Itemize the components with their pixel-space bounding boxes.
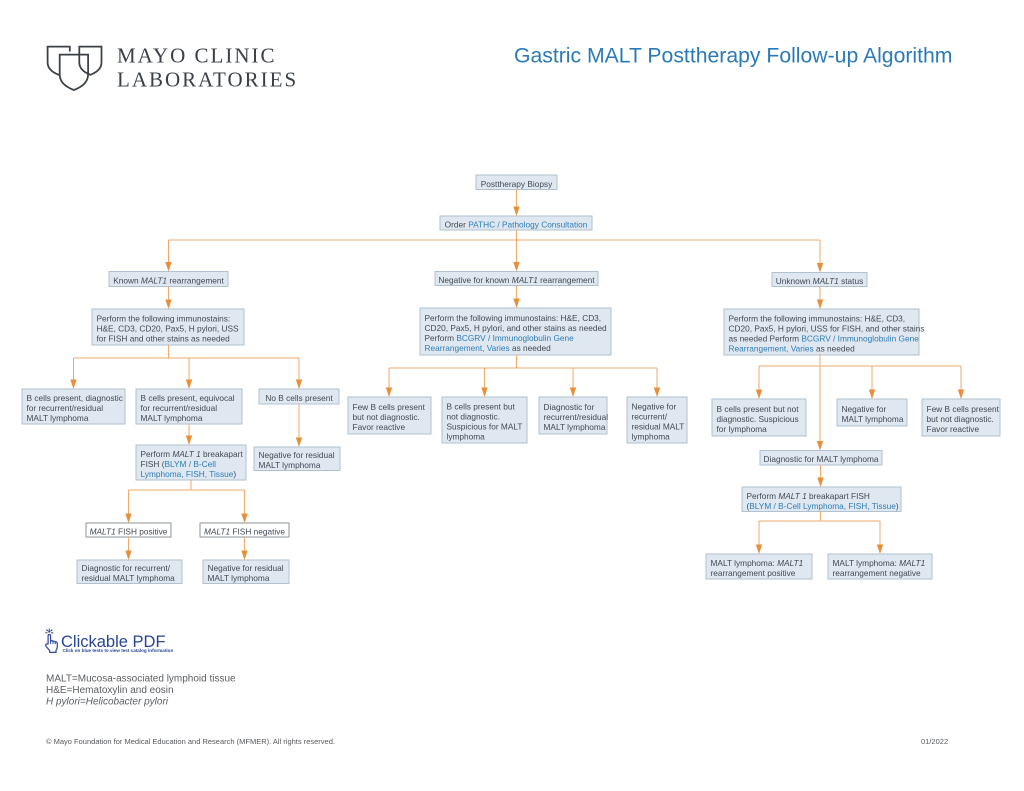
svg-text:but not diagnostic.: but not diagnostic. (927, 414, 994, 424)
svg-text:Order PATHC / Pathology Consul: Order PATHC / Pathology Consultation (445, 220, 588, 230)
svg-text:MALT1 FISH negative: MALT1 FISH negative (204, 527, 285, 537)
svg-text:but not diagnostic.: but not diagnostic. (353, 412, 420, 422)
svg-text:(BLYM / B-Cell Lymphoma, FISH,: (BLYM / B-Cell Lymphoma, FISH, Tissue) (747, 501, 899, 511)
svg-text:for FISH and other stains as n: for FISH and other stains as needed (97, 334, 231, 344)
svg-text:rearrangement negative: rearrangement negative (833, 568, 921, 578)
svg-text:© Mayo Foundation for Medical: © Mayo Foundation for Medical Education … (46, 737, 335, 746)
svg-text:Rearrangement, Varies as neede: Rearrangement, Varies as needed (729, 344, 856, 354)
svg-text:H&E, CD3, CD20, Pax5, H pylori: H&E, CD3, CD20, Pax5, H pylori, USS (97, 324, 239, 334)
svg-text:MAYO CLINIC: MAYO CLINIC (117, 44, 276, 68)
svg-text:No B cells present: No B cells present (265, 393, 333, 403)
svg-text:Perform BCGRV / Immunoglobulin: Perform BCGRV / Immunoglobulin Gene (425, 333, 575, 343)
svg-text:B cells present, diagnostic: B cells present, diagnostic (27, 393, 123, 403)
svg-text:Negative for: Negative for (842, 404, 887, 414)
svg-text:H pylori=Helicobacter pylori: H pylori=Helicobacter pylori (46, 697, 169, 708)
svg-text:MALT lymphoma: MALT lymphoma (208, 573, 270, 583)
svg-text:Negative for residual: Negative for residual (259, 450, 335, 460)
svg-text:01/2022: 01/2022 (921, 737, 948, 746)
svg-text:MALT=Mucosa-associated lymphoi: MALT=Mucosa-associated lymphoid tissue (46, 674, 236, 685)
svg-text:H&E=Hematoxylin and eosin: H&E=Hematoxylin and eosin (46, 685, 174, 696)
svg-text:MALT lymphoma: MALT lymphoma (27, 413, 89, 423)
svg-text:for lymphoma: for lymphoma (717, 424, 768, 434)
svg-text:as needed Perform BCGRV / Immu: as needed Perform BCGRV / Immunoglobulin… (729, 334, 920, 344)
svg-text:Negative for known MALT1 rearr: Negative for known MALT1 rearrangement (438, 275, 595, 285)
svg-text:lymphoma: lymphoma (447, 432, 486, 442)
svg-text:MALT lymphoma: MALT lymphoma (544, 422, 606, 432)
svg-text:Diagnostic for MALT lymphoma: Diagnostic for MALT lymphoma (764, 454, 879, 464)
svg-text:Perform MALT 1 breakapart: Perform MALT 1 breakapart (141, 449, 244, 459)
svg-text:Rearrangement, Varies as neede: Rearrangement, Varies as needed (425, 343, 552, 353)
svg-text:for recurrent/residual: for recurrent/residual (27, 403, 104, 413)
svg-text:Gastric MALT Posttherapy Follo: Gastric MALT Posttherapy Follow-up Algor… (514, 45, 952, 68)
svg-text:Diagnostic for recurrent/: Diagnostic for recurrent/ (82, 563, 171, 573)
svg-text:lymphoma: lymphoma (632, 432, 671, 442)
svg-text:Suspicious for MALT: Suspicious for MALT (447, 422, 523, 432)
svg-text:Lymphoma, FISH, Tissue): Lymphoma, FISH, Tissue) (141, 469, 237, 479)
svg-text:MALT1 FISH positive: MALT1 FISH positive (90, 527, 168, 537)
svg-text:residual MALT lymphoma: residual MALT lymphoma (82, 573, 176, 583)
svg-text:B cells present but: B cells present but (447, 402, 516, 412)
svg-text:Favor reactive: Favor reactive (353, 422, 406, 432)
svg-text:recurrent/: recurrent/ (632, 412, 668, 422)
svg-text:Clickable PDF: Clickable PDF (61, 633, 166, 651)
svg-text:MALT lymphoma: MALT lymphoma (842, 414, 904, 424)
svg-text:Posttherapy Biopsy: Posttherapy Biopsy (481, 179, 553, 189)
svg-text:Favor reactive: Favor reactive (927, 424, 980, 434)
svg-text:Few B cells present: Few B cells present (927, 404, 1000, 414)
svg-text:MALT lymphoma: MALT lymphoma (259, 460, 321, 470)
svg-text:Perform MALT 1 breakapart FISH: Perform MALT 1 breakapart FISH (747, 491, 870, 501)
svg-text:Diagnostic for: Diagnostic for (544, 402, 595, 412)
svg-text:FISH (BLYM / B-Cell: FISH (BLYM / B-Cell (141, 459, 217, 469)
svg-text:Unknown MALT1 status: Unknown MALT1 status (776, 276, 864, 286)
svg-text:rearrangement positive: rearrangement positive (711, 568, 796, 578)
svg-text:Known MALT1 rearrangement: Known MALT1 rearrangement (113, 276, 224, 286)
svg-text:diagnostic. Suspicious: diagnostic. Suspicious (717, 414, 799, 424)
svg-text:Perform the following immunost: Perform the following immunostains: H&E,… (425, 313, 602, 323)
svg-text:not diagnostic.: not diagnostic. (447, 412, 501, 422)
svg-text:CD20, Pax5, H pylori, USS for: CD20, Pax5, H pylori, USS for FISH, and … (729, 324, 925, 334)
svg-text:Click on blue tests to view te: Click on blue tests to view test catalog… (63, 648, 174, 653)
svg-text:MALT lymphoma: MALT lymphoma (141, 413, 203, 423)
svg-text:B cells present, equivocal: B cells present, equivocal (141, 393, 235, 403)
svg-text:Perform the following immunost: Perform the following immunostains: (97, 314, 231, 324)
svg-text:Negative for residual: Negative for residual (208, 563, 284, 573)
svg-text:recurrent/residual: recurrent/residual (544, 412, 609, 422)
svg-text:for recurrent/residual: for recurrent/residual (141, 403, 218, 413)
svg-text:MALT lymphoma: MALT1: MALT lymphoma: MALT1 (711, 558, 804, 568)
svg-text:Negative for: Negative for (632, 402, 677, 412)
svg-text:MALT lymphoma: MALT1: MALT lymphoma: MALT1 (833, 558, 926, 568)
svg-text:B cells present but not: B cells present but not (717, 404, 800, 414)
svg-text:residual MALT: residual MALT (632, 422, 685, 432)
svg-text:CD20, Pax5, H pylori, and othe: CD20, Pax5, H pylori, and other stains a… (425, 323, 608, 333)
svg-text:Few B cells present: Few B cells present (353, 402, 426, 412)
svg-text:Perform the following immunost: Perform the following immunostains: H&E,… (729, 314, 906, 324)
svg-text:LABORATORIES: LABORATORIES (117, 68, 298, 92)
